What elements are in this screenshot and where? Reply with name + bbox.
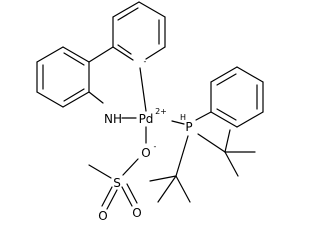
tert-butyl-group-1 xyxy=(197,129,256,177)
bond-double-inner xyxy=(63,52,85,66)
p-c-bond xyxy=(175,135,189,177)
p-c-bond xyxy=(197,133,226,153)
bond xyxy=(145,46,166,60)
bond xyxy=(210,66,238,83)
o-charge: - xyxy=(154,142,157,151)
o-label: O xyxy=(141,146,150,160)
o-s-bond xyxy=(122,158,139,176)
upper-phenyl-ring xyxy=(112,1,166,61)
bond-double-inner xyxy=(216,73,237,86)
lower-phenyl-ring xyxy=(36,46,90,108)
p-phenyl-ring xyxy=(195,66,264,128)
s-o-double-bond xyxy=(101,186,113,207)
sulfonyl-oxygen-label-2: O xyxy=(132,206,141,220)
aryl-n-bond xyxy=(88,91,104,104)
bond xyxy=(236,66,264,83)
tert-butyl-group-2 xyxy=(149,135,191,203)
bond xyxy=(112,1,140,18)
c-pd-bond xyxy=(139,67,147,112)
s-label: S xyxy=(113,176,121,190)
bond xyxy=(236,111,264,128)
methyl-bond xyxy=(157,175,177,203)
s-o-double-bond xyxy=(106,189,118,210)
bond xyxy=(36,91,64,108)
s-o-double-bond xyxy=(126,183,138,204)
biaryl-bond xyxy=(88,46,114,63)
p-phenyl-bond xyxy=(195,111,212,121)
bond-double-inner xyxy=(117,44,132,55)
pd-p-bond xyxy=(171,120,185,125)
bond xyxy=(112,46,134,61)
methyl-bond xyxy=(149,175,177,182)
p-label: P xyxy=(185,120,192,134)
bond-double-inner xyxy=(63,88,85,102)
palladium-complex-structure: - NH Pd 2+ P H O - S O O xyxy=(36,1,264,223)
bond xyxy=(210,111,238,128)
bond xyxy=(62,91,90,108)
s-o-double-bond xyxy=(121,186,133,207)
sulfonyl-oxygen-label-1: O xyxy=(98,209,107,223)
bond xyxy=(62,46,90,63)
carbanion-charge: - xyxy=(144,57,147,66)
methyl-bond xyxy=(175,175,191,203)
s-methyl-bond xyxy=(88,164,112,179)
bond xyxy=(138,1,166,18)
nh-label: NH xyxy=(104,112,122,126)
methyl-bond xyxy=(224,129,231,153)
pd-charge: 2+ xyxy=(155,107,167,116)
mesylate-group xyxy=(88,158,139,210)
pd-label: Pd xyxy=(139,112,154,126)
bond-double-inner xyxy=(117,7,139,21)
p-h-label: H xyxy=(180,113,186,122)
bond-double-inner xyxy=(216,108,237,121)
bond xyxy=(36,46,64,63)
methyl-bond xyxy=(224,151,239,177)
